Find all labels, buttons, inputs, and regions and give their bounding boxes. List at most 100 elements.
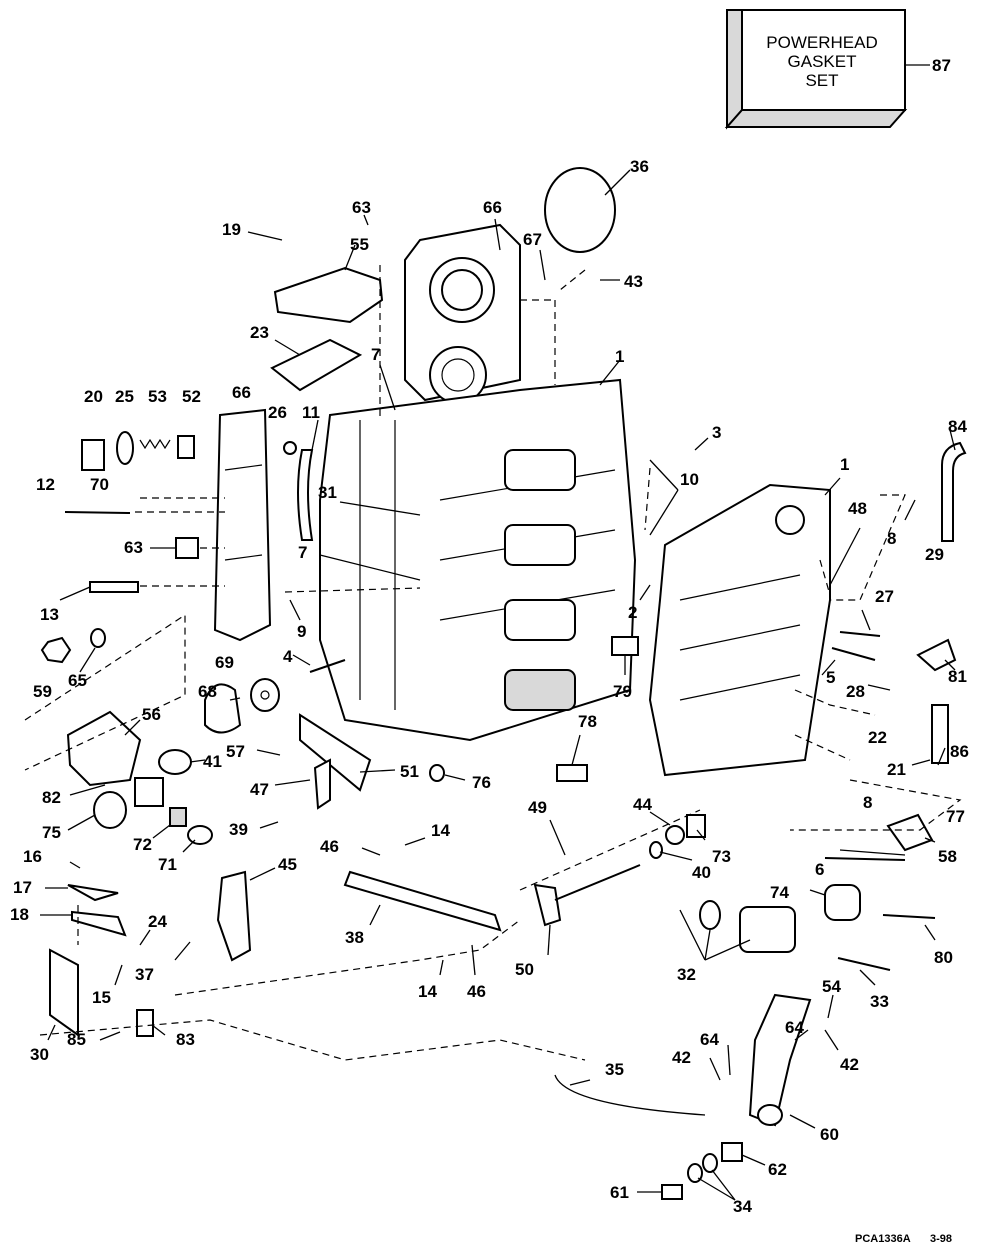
- callout-11: 11: [302, 403, 320, 422]
- callout-18: 18: [10, 905, 29, 924]
- callout-28: 28: [846, 682, 865, 701]
- callout-15: 15: [92, 988, 111, 1007]
- callout-5: 5: [826, 668, 835, 687]
- callout-47: 47: [250, 780, 269, 799]
- callout-64-top: 64: [785, 1018, 804, 1037]
- callout-49: 49: [528, 798, 547, 817]
- leader-lines: [40, 169, 956, 1201]
- callout-77: 77: [946, 807, 965, 826]
- callout-81: 81: [948, 667, 967, 686]
- thermostat-cover: [273, 266, 384, 324]
- callout-50: 50: [515, 960, 534, 979]
- callout-83: 83: [176, 1030, 195, 1049]
- callout-35: 35: [605, 1060, 624, 1079]
- callout-60: 60: [820, 1125, 839, 1144]
- callout-51: 51: [400, 762, 419, 781]
- callout-87: 87: [932, 56, 951, 75]
- callout-62: 62: [768, 1160, 787, 1179]
- callout-46-bottom: 46: [467, 982, 486, 1001]
- thermostat-gasket: [270, 338, 363, 392]
- callout-53: 53: [148, 387, 167, 406]
- callout-7-mid: 7: [298, 543, 307, 562]
- callout-1-right: 1: [840, 455, 849, 474]
- callout-82: 82: [42, 788, 61, 807]
- callout-64-left: 64: [700, 1030, 719, 1049]
- callout-21: 21: [887, 760, 906, 779]
- callout-19: 19: [222, 220, 241, 239]
- callout-66-left: 66: [232, 383, 251, 402]
- callout-14-bottom: 14: [418, 982, 437, 1001]
- seal-ring: [544, 167, 616, 253]
- callout-39: 39: [229, 820, 248, 839]
- callout-37: 37: [135, 965, 154, 984]
- callout-12: 12: [36, 475, 55, 494]
- callout-8-top: 8: [887, 529, 896, 548]
- callout-66-top: 66: [483, 198, 502, 217]
- callout-29: 29: [925, 545, 944, 564]
- gasket-set-line1: POWERHEAD: [766, 33, 877, 52]
- callout-8-mid: 8: [863, 793, 872, 812]
- footer-code: PCA1336A: [855, 1233, 911, 1245]
- callout-79: 79: [613, 682, 632, 701]
- callout-67: 67: [523, 230, 542, 249]
- callout-46-top: 46: [320, 837, 339, 856]
- callout-numbers: 87 36 63 66 19 67 55 43 23 7 1 20 25 53 …: [10, 56, 969, 1216]
- callout-41: 41: [203, 752, 222, 771]
- callout-25: 25: [115, 387, 134, 406]
- callout-4: 4: [283, 647, 293, 666]
- callout-74: 74: [770, 883, 789, 902]
- callout-63-left: 63: [124, 538, 143, 557]
- callout-63-top: 63: [352, 198, 371, 217]
- callout-40: 40: [692, 863, 711, 882]
- callout-72: 72: [133, 835, 152, 854]
- callout-57: 57: [226, 742, 245, 761]
- cylinder-block: [309, 378, 637, 742]
- callout-16: 16: [23, 847, 42, 866]
- callout-86: 86: [950, 742, 969, 761]
- callout-45: 45: [278, 855, 297, 874]
- callout-10: 10: [680, 470, 699, 489]
- callout-48: 48: [848, 499, 867, 518]
- small-parts: [40, 431, 967, 1200]
- callout-24: 24: [148, 912, 167, 931]
- callout-7-top: 7: [371, 345, 380, 364]
- callout-61: 61: [610, 1183, 629, 1202]
- callout-54: 54: [822, 977, 841, 996]
- callout-65: 65: [68, 671, 87, 690]
- gasket-set-box: POWERHEAD GASKET SET: [724, 9, 930, 130]
- callout-20: 20: [84, 387, 103, 406]
- gasket-set-line2: GASKET: [788, 52, 857, 71]
- callout-22: 22: [868, 728, 887, 747]
- callout-44: 44: [633, 795, 652, 814]
- callout-31: 31: [318, 483, 337, 502]
- callout-69: 69: [215, 653, 234, 672]
- callout-9: 9: [297, 622, 306, 641]
- callout-33: 33: [870, 992, 889, 1011]
- callout-34: 34: [733, 1197, 752, 1216]
- gasket-set-line3: SET: [805, 71, 838, 90]
- callout-58: 58: [938, 847, 957, 866]
- callout-70: 70: [90, 475, 109, 494]
- crankcase-half: [648, 483, 831, 777]
- callout-80: 80: [934, 948, 953, 967]
- assembly-guide-lines: [24, 265, 962, 1061]
- callout-71: 71: [158, 855, 177, 874]
- exhaust-cover: [213, 408, 272, 642]
- callout-1-top: 1: [615, 347, 624, 366]
- callout-38: 38: [345, 928, 364, 947]
- callout-36: 36: [630, 157, 649, 176]
- callout-6: 6: [815, 860, 824, 879]
- callout-14-top: 14: [431, 821, 450, 840]
- callout-68: 68: [198, 682, 217, 701]
- callout-32: 32: [677, 965, 696, 984]
- callout-42-right: 42: [840, 1055, 859, 1074]
- callout-78: 78: [578, 712, 597, 731]
- callout-13: 13: [40, 605, 59, 624]
- callout-85: 85: [67, 1030, 86, 1049]
- callout-59: 59: [33, 682, 52, 701]
- callout-2: 2: [628, 603, 637, 622]
- callout-55: 55: [350, 235, 369, 254]
- callout-73: 73: [712, 847, 731, 866]
- callout-26: 26: [268, 403, 287, 422]
